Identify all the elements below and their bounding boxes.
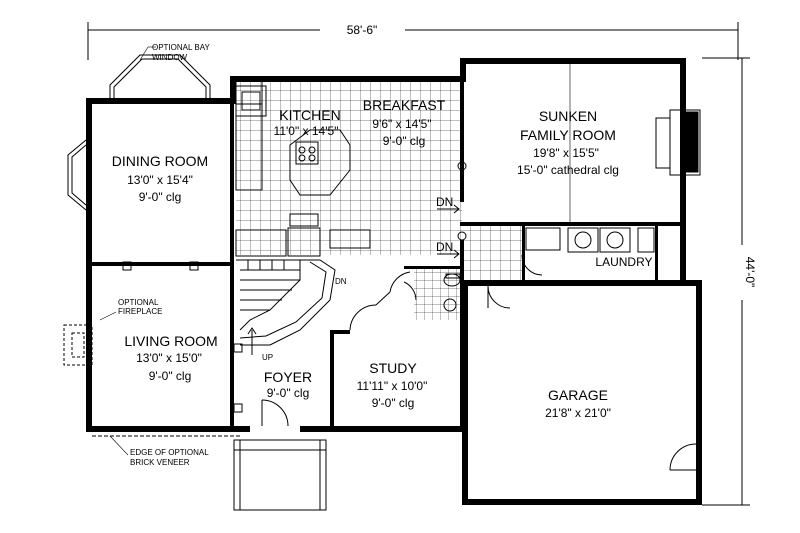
powder-room-fixtures bbox=[443, 273, 461, 312]
foyer-ceiling: 9'-0" clg bbox=[267, 386, 310, 400]
kitchen-name: KITCHEN bbox=[279, 107, 340, 123]
room-study: STUDY 11'11" x 10'0" 9'-0" clg bbox=[357, 360, 428, 410]
dining-size: 13'0" x 15'4" bbox=[127, 173, 193, 187]
living-name: LIVING ROOM bbox=[124, 333, 217, 349]
kitchen-counters bbox=[235, 82, 371, 257]
study-ceiling: 9'-0" clg bbox=[372, 396, 415, 410]
breakfast-ceiling: 9'-0" clg bbox=[383, 134, 426, 148]
veneer-note-line1: EDGE OF OPTIONAL bbox=[130, 448, 209, 457]
room-dining: DINING ROOM 13'0" x 15'4" 9'-0" clg bbox=[112, 153, 208, 204]
room-living: LIVING ROOM 13'0" x 15'0" 9'-0" clg bbox=[124, 333, 217, 383]
doors bbox=[261, 254, 697, 471]
garage-name: GARAGE bbox=[548, 387, 608, 403]
family-ceiling: 15'-0" cathedral clg bbox=[517, 163, 619, 177]
dining-ceiling: 9'-0" clg bbox=[139, 190, 182, 204]
study-size: 11'11" x 10'0" bbox=[357, 379, 428, 393]
foyer-name: FOYER bbox=[264, 369, 312, 385]
interior-walls bbox=[92, 82, 682, 430]
overall-depth-label: 44'-0" bbox=[743, 257, 757, 288]
breakfast-size: 9'6" x 14'5" bbox=[372, 117, 431, 131]
fireplace-note-line1: OPTIONAL bbox=[118, 298, 159, 307]
room-laundry: LAUNDRY bbox=[595, 255, 652, 269]
veneer-note-line2: BRICK VENEER bbox=[130, 458, 190, 467]
family-size: 19'8" x 15'5" bbox=[533, 146, 599, 160]
laundry-name: LAUNDRY bbox=[595, 255, 652, 269]
room-foyer: FOYER 9'-0" clg bbox=[264, 369, 312, 400]
overall-dimensions bbox=[87, 22, 750, 506]
dining-name: DINING ROOM bbox=[112, 153, 208, 169]
living-ceiling: 9'-0" clg bbox=[149, 369, 192, 383]
living-size: 13'0" x 15'0" bbox=[136, 351, 202, 365]
laundry-fixtures bbox=[525, 227, 655, 253]
tile-floor bbox=[236, 80, 522, 320]
kitchen-size: 11'0" x 14'5" bbox=[274, 124, 339, 138]
exterior-walls bbox=[86, 58, 702, 505]
bay-window-note-line2: WINDOW bbox=[152, 53, 188, 62]
step-down-arrows bbox=[437, 204, 460, 259]
stair-dn-label: DN bbox=[335, 277, 347, 286]
columns bbox=[122, 161, 467, 413]
room-breakfast: BREAKFAST 9'6" x 14'5" 9'-0" clg bbox=[363, 97, 446, 148]
front-steps bbox=[233, 439, 327, 511]
windows bbox=[87, 59, 699, 429]
room-family: SUNKEN FAMILY ROOM 19'8" x 15'5" 15'-0" … bbox=[517, 108, 619, 177]
brick-veneer-note: EDGE OF OPTIONAL BRICK VENEER bbox=[92, 435, 240, 467]
step-down-label-lower: DN bbox=[436, 240, 453, 254]
garage-size: 21'8" x 21'0" bbox=[545, 406, 611, 420]
optional-fireplace: OPTIONAL FIREPLACE bbox=[63, 298, 162, 366]
staircase bbox=[236, 259, 336, 355]
bay-window-note: OPTIONAL BAY WINDOW bbox=[139, 43, 210, 62]
stair-up-label: UP bbox=[262, 353, 273, 362]
bay-window bbox=[67, 54, 211, 211]
study-name: STUDY bbox=[369, 360, 417, 376]
breakfast-name: BREAKFAST bbox=[363, 97, 446, 113]
family-name-line2: FAMILY ROOM bbox=[520, 127, 616, 143]
overall-width-label: 58'-6" bbox=[347, 23, 378, 37]
bay-window-note-line1: OPTIONAL BAY bbox=[152, 43, 210, 52]
family-fireplace bbox=[655, 109, 701, 176]
fireplace-note-line2: FIREPLACE bbox=[118, 307, 162, 316]
room-kitchen: KITCHEN 11'0" x 14'5" bbox=[274, 107, 341, 138]
step-down-label-upper: DN bbox=[436, 195, 453, 209]
room-garage: GARAGE 21'8" x 21'0" bbox=[545, 387, 611, 420]
family-name-line1: SUNKEN bbox=[539, 108, 597, 124]
